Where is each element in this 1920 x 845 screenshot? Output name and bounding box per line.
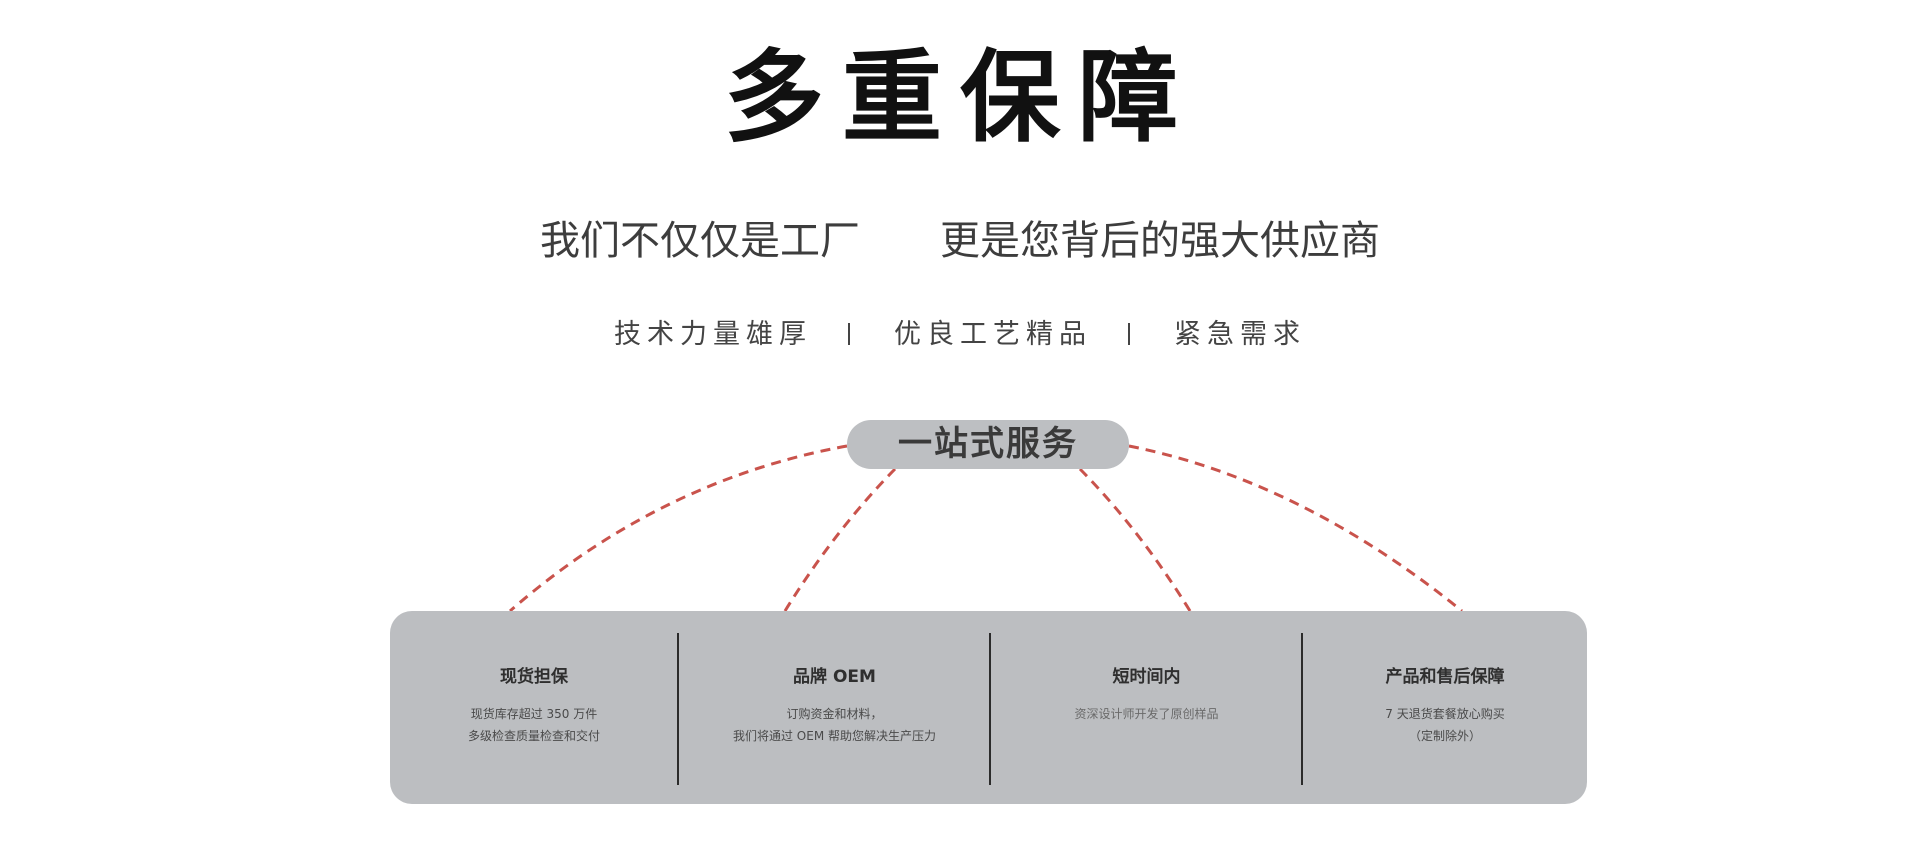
- feature-item: 优良工艺精品: [894, 319, 1092, 350]
- column-divider: [989, 633, 991, 785]
- tagline: 我们不仅仅是工厂 更是您背后的强大供应商: [0, 214, 1920, 268]
- service-description: 订购资金和材料， 我们将通过 OEM 帮助您解决生产压力: [732, 707, 936, 743]
- column-divider: [1301, 633, 1303, 785]
- service-card-after-sales: 产品和售后保障 7 天退货套餐放心购买 （定制除外）: [1303, 611, 1587, 804]
- column-divider: [677, 633, 679, 785]
- service-title: 现货担保: [500, 667, 568, 687]
- service-card-oem: 品牌 OEM 订购资金和材料， 我们将通过 OEM 帮助您解决生产压力: [679, 611, 990, 804]
- page-title: 多重保障: [724, 39, 1196, 156]
- connector-line: [509, 444, 848, 613]
- feature-separator: [848, 323, 850, 345]
- service-description: 资深设计师开发了原创样品: [1074, 707, 1219, 721]
- service-description: 7 天退货套餐放心购买 （定制除外）: [1385, 707, 1505, 743]
- connector-line: [783, 467, 897, 612]
- service-title: 品牌 OEM: [793, 667, 876, 687]
- service-title: 短时间内: [1112, 667, 1181, 687]
- feature-item: 紧急需求: [1174, 319, 1306, 350]
- tagline-right: 更是您背后的强大供应商: [940, 218, 1380, 264]
- connector-line: [1128, 444, 1463, 613]
- service-card-stock: 现货担保 现货库存超过 350 万件 多级检查质量检查和交付: [390, 611, 678, 804]
- service-card-lead-time: 短时间内 资深设计师开发了原创样品: [991, 611, 1302, 804]
- feature-item: 技术力量雄厚: [614, 319, 812, 350]
- one-stop-service-badge: 一站式服务: [847, 420, 1129, 469]
- service-title: 产品和售后保障: [1385, 667, 1505, 687]
- service-description: 现货库存超过 350 万件 多级检查质量检查和交付: [467, 707, 600, 743]
- services-panel: 现货担保 现货库存超过 350 万件 多级检查质量检查和交付 品牌 OEM 订购…: [390, 611, 1587, 804]
- feature-strip: 技术力量雄厚 优良工艺精品 紧急需求: [0, 315, 1920, 355]
- feature-separator: [1128, 323, 1130, 345]
- connector-line: [1078, 467, 1192, 612]
- tagline-left: 我们不仅仅是工厂: [540, 218, 860, 264]
